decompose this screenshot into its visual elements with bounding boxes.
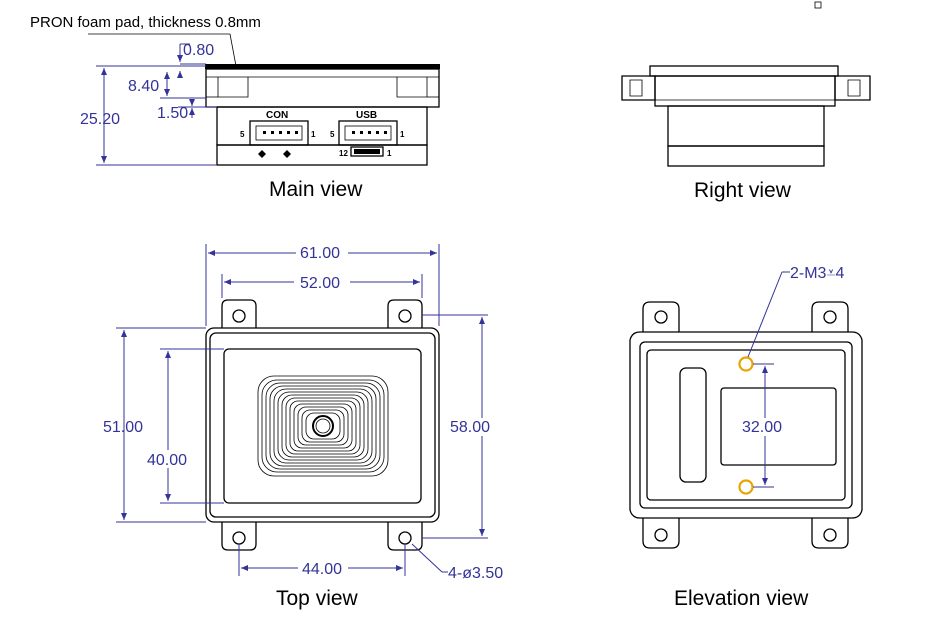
con-pin-left: 5 [240, 130, 245, 139]
dim-8-40: 8.40 [128, 78, 159, 95]
elevation-view-title: Elevation view [674, 587, 809, 610]
dim-52-00: 52.00 [300, 275, 340, 292]
dim-25-20: 25.20 [80, 111, 120, 128]
dim-holes: 4-ø3.50 [448, 565, 503, 582]
usb-label: USB [356, 110, 377, 121]
con-pin-right: 1 [311, 130, 316, 139]
corner-marker [814, 1, 822, 9]
fpc-pin-right: 1 [387, 149, 392, 158]
dim-44-00: 44.00 [302, 561, 342, 578]
dim-40-00: 40.00 [147, 452, 187, 469]
main-view: PRON foam pad, thickness 0.8mm CON 5 1 [30, 14, 440, 201]
dim-0-80: 0.80 [183, 42, 214, 59]
dim-51-00: 51.00 [103, 419, 143, 436]
note-foam-pad: PRON foam pad, thickness 0.8mm [30, 14, 261, 31]
right-view-title: Right view [694, 179, 792, 202]
dim-58-00: 58.00 [450, 419, 490, 436]
usb-pin-left: 5 [330, 130, 335, 139]
top-view-title: Top view [276, 587, 359, 610]
dim-1-50: 1.50 [157, 105, 188, 122]
top-view: 61.00 52.00 51.00 40.00 58.00 44.00 4-ø3… [103, 244, 503, 610]
main-view-title: Main view [269, 178, 363, 201]
right-view: Right view [621, 65, 871, 202]
con-label: CON [266, 110, 288, 121]
dim-32-00: 32.00 [742, 419, 782, 436]
usb-pin-right: 1 [400, 130, 405, 139]
fpc-pin-left: 12 [339, 149, 348, 158]
dim-mount: 2-M3⩡4 [790, 265, 844, 282]
elevation-view: 32.00 2-M3⩡4 Elevation view [629, 265, 863, 610]
dim-61-00: 61.00 [300, 245, 340, 262]
